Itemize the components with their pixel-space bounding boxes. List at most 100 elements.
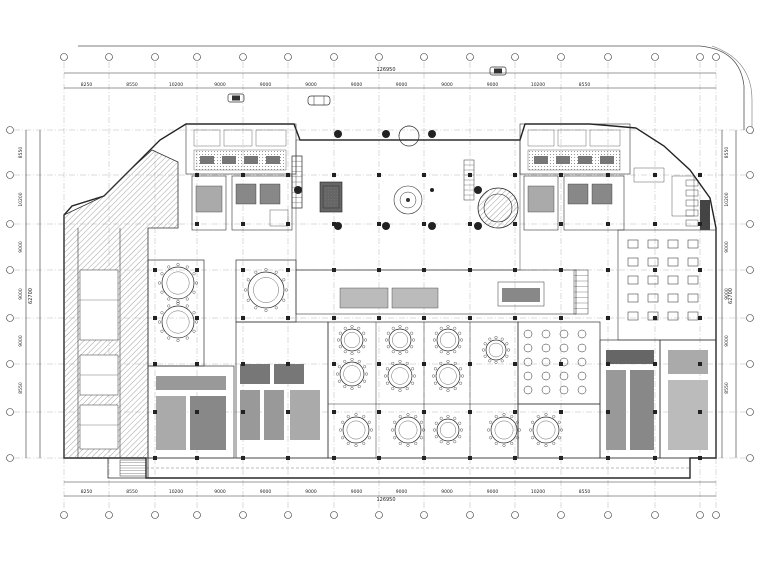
chair <box>354 444 358 448</box>
top-right-block <box>519 123 631 231</box>
dining-table <box>647 275 659 285</box>
round-table <box>436 418 460 442</box>
chair <box>544 444 548 448</box>
chair <box>446 442 450 446</box>
dining-table <box>667 293 679 303</box>
round-table <box>435 363 461 389</box>
banquet-hall-left <box>147 259 297 367</box>
axis-bubble <box>604 53 612 61</box>
chair <box>446 415 450 419</box>
chair <box>264 309 268 313</box>
chair <box>489 420 493 424</box>
axis-bubble <box>151 511 159 519</box>
chair <box>439 361 443 365</box>
dining-table <box>687 311 699 321</box>
chair <box>560 428 564 432</box>
top-span-dimension: 10200 <box>169 82 183 88</box>
sofa <box>600 156 614 164</box>
right-span-dimension: 8550 <box>724 147 730 159</box>
bottom-span-dimension: 9000 <box>487 489 499 495</box>
axis-bubble <box>6 266 14 274</box>
small-round-table <box>523 343 533 353</box>
axis-bubble <box>651 511 659 519</box>
chair <box>391 326 395 330</box>
axis-bubble <box>6 314 14 322</box>
left-span-dimension: 8550 <box>18 147 24 159</box>
axis-bubble <box>746 360 754 368</box>
dining-table <box>667 239 679 249</box>
small-round-table <box>523 357 533 367</box>
round-table <box>247 271 285 309</box>
left-span-dimension: 10200 <box>18 192 24 206</box>
small-round-table <box>541 385 551 395</box>
chair <box>453 440 457 444</box>
chair <box>489 436 493 440</box>
axis-bubble <box>746 408 754 416</box>
chair <box>414 415 418 419</box>
column <box>153 410 157 414</box>
right-total-dimension: 62700 <box>728 288 734 304</box>
chair <box>246 298 250 302</box>
dining-table <box>647 257 659 267</box>
chair <box>405 350 409 354</box>
dining-table <box>627 257 639 267</box>
chair <box>488 359 492 363</box>
chair <box>398 415 402 419</box>
chair <box>338 345 342 349</box>
booth-table <box>685 209 699 217</box>
chair <box>488 337 492 341</box>
chair <box>385 381 389 385</box>
revolving-feature-right <box>477 187 519 229</box>
chair <box>185 336 189 340</box>
column <box>513 222 517 226</box>
column <box>377 362 381 366</box>
chair <box>482 348 486 352</box>
top-span-dimension: 8250 <box>81 82 93 88</box>
chair <box>500 337 504 341</box>
axis-bubble <box>239 511 247 519</box>
chair <box>461 374 465 378</box>
chair <box>398 325 402 329</box>
left-zone-stalls <box>77 228 121 458</box>
column <box>241 316 245 320</box>
dining-table <box>687 257 699 267</box>
column <box>513 268 517 272</box>
round-table-top <box>494 420 514 440</box>
chair <box>167 297 171 301</box>
banquet-hall-right <box>517 321 717 459</box>
axis-bubble <box>60 511 68 519</box>
sofa <box>200 156 214 164</box>
bottom-span-dimension: 8250 <box>81 489 93 495</box>
chair <box>414 441 418 445</box>
chair <box>350 358 354 362</box>
chair <box>185 297 189 301</box>
small-round-table <box>577 329 587 339</box>
column <box>559 222 563 226</box>
chair <box>274 306 278 310</box>
axis-bubble <box>6 408 14 416</box>
axis-bubble <box>284 511 292 519</box>
dining-table <box>667 275 679 285</box>
right-span-dimension: 10200 <box>724 192 730 206</box>
dining-tables <box>200 156 699 395</box>
top-span-dimension: 9000 <box>396 82 408 88</box>
booth-table <box>685 189 699 197</box>
dining-table <box>667 311 679 321</box>
column <box>332 173 336 177</box>
round-table <box>388 328 412 352</box>
chair <box>536 415 540 419</box>
chair <box>410 345 414 349</box>
chair <box>439 350 443 354</box>
small-round-table <box>577 357 587 367</box>
chair <box>439 416 443 420</box>
chair <box>510 441 514 445</box>
chair <box>357 326 361 330</box>
top-left-block <box>185 123 297 231</box>
column <box>559 410 563 414</box>
middle-corridor <box>295 269 577 315</box>
chair <box>459 381 463 385</box>
axis-bubble <box>746 266 754 274</box>
axis-bubble <box>746 314 754 322</box>
chair <box>434 435 438 439</box>
